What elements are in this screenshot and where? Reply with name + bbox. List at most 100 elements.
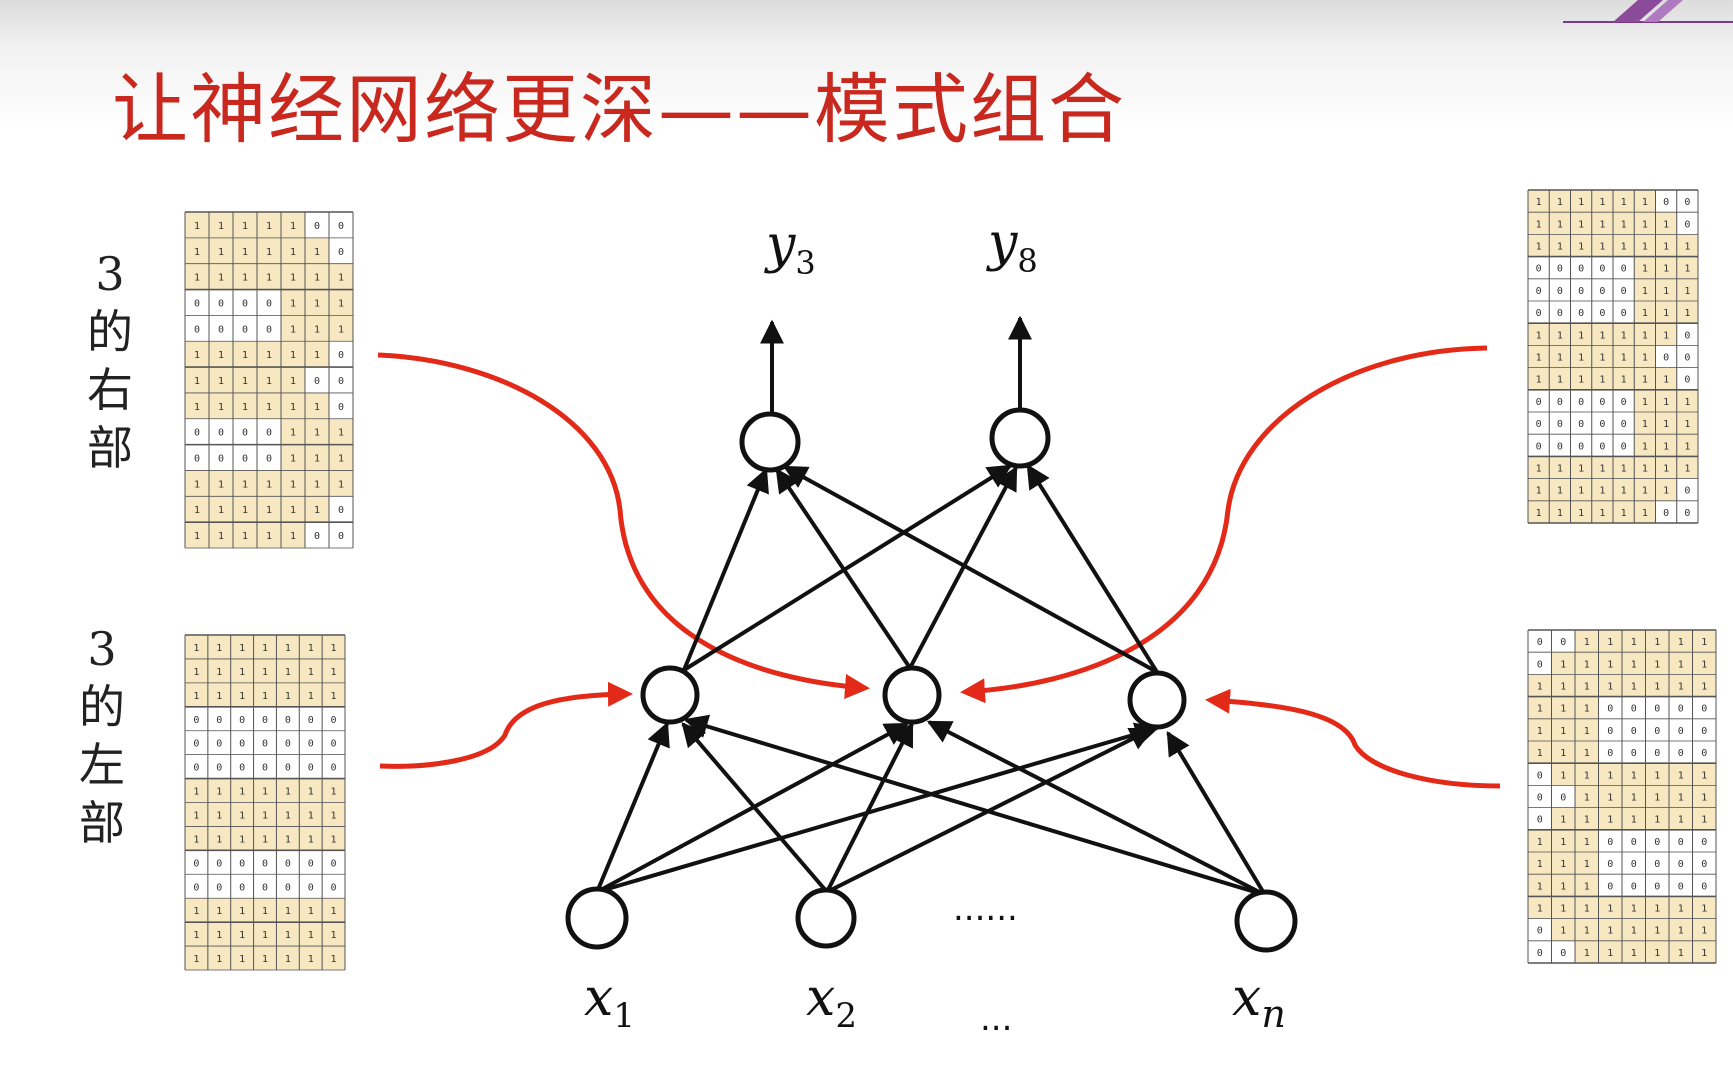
grid-cell-value: 1 xyxy=(1560,881,1566,892)
grid-cell-value: 1 xyxy=(290,273,296,284)
grid-cell-value: 1 xyxy=(194,376,200,387)
grid-cell-value: 0 xyxy=(1607,704,1613,715)
grid-cell-value: 1 xyxy=(338,298,344,309)
grid-cell-value: 1 xyxy=(1536,464,1542,475)
grid-cell-value: 1 xyxy=(262,834,268,845)
grid-cell-value: 1 xyxy=(266,247,272,258)
grid-cell-value: 1 xyxy=(194,350,200,361)
grid-cell-value: 0 xyxy=(331,882,337,893)
grid-cell-value: 0 xyxy=(1536,397,1542,408)
grid-cell-value: 1 xyxy=(1663,397,1669,408)
grid-cell-value: 1 xyxy=(1584,837,1590,848)
grid-cell-value: 1 xyxy=(1536,330,1542,341)
grid-cell-value: 0 xyxy=(262,739,268,750)
grid-cell-value: 1 xyxy=(314,350,320,361)
grid-cell-value: 1 xyxy=(1599,219,1605,230)
grid-cell-value: 0 xyxy=(1678,704,1684,715)
grid-cell-value: 0 xyxy=(314,221,320,232)
grid-cell-value: 1 xyxy=(290,376,296,387)
grid-cell-value: 1 xyxy=(290,350,296,361)
grid-cell xyxy=(328,392,354,420)
grid-cell-value: 0 xyxy=(1663,197,1669,208)
grid-cell-value: 1 xyxy=(193,691,199,702)
grid-cell-value: 1 xyxy=(1631,904,1637,915)
grid-cell-value: 0 xyxy=(193,763,199,774)
grid-cell-value: 1 xyxy=(331,834,337,845)
grid-cell-value: 1 xyxy=(1584,793,1590,804)
grid-cell-value: 1 xyxy=(193,906,199,917)
grid-cell-value: 0 xyxy=(331,739,337,750)
grid-cell-value: 0 xyxy=(1607,837,1613,848)
grid-cell-value: 1 xyxy=(1663,441,1669,452)
grid-cell-value: 1 xyxy=(1642,419,1648,430)
grid-cell-value: 1 xyxy=(194,402,200,413)
grid-cell-value: 0 xyxy=(1536,264,1542,275)
grid-cell-value: 1 xyxy=(1631,815,1637,826)
grid-cell-value: 0 xyxy=(193,882,199,893)
grid-cell-value: 1 xyxy=(1557,197,1563,208)
grid-cell-value: 1 xyxy=(1607,948,1613,959)
grid-cell-value: 1 xyxy=(1578,508,1584,519)
grid-cell-value: 1 xyxy=(1599,375,1605,386)
hidden-node-left xyxy=(640,665,700,725)
grid-cell-value: 1 xyxy=(1642,508,1648,519)
grid-cell-value: 1 xyxy=(314,505,320,516)
grid-cell-value: 1 xyxy=(1631,926,1637,937)
grid-cell-value: 1 xyxy=(266,273,272,284)
grid-cell-value: 1 xyxy=(216,954,222,965)
grid-cell xyxy=(256,340,282,368)
grid-cell-value: 1 xyxy=(1578,219,1584,230)
grid-cell-value: 1 xyxy=(1678,904,1684,915)
grid-cell-value: 0 xyxy=(338,221,344,232)
grid-cell-value: 0 xyxy=(194,324,200,335)
grid-cell-value: 0 xyxy=(1684,375,1690,386)
grid-cell-value: 1 xyxy=(314,402,320,413)
grid-cell-value: 1 xyxy=(242,479,248,490)
grid-cell-value: 1 xyxy=(1663,464,1669,475)
grid-cell-value: 1 xyxy=(1560,926,1566,937)
grid-cell-value: 1 xyxy=(193,667,199,678)
grid-cell-value: 1 xyxy=(1663,308,1669,319)
grid-cell-value: 1 xyxy=(218,350,224,361)
grid-cell-value: 0 xyxy=(1607,859,1613,870)
grid-cell xyxy=(232,470,258,497)
grid-cell-value: 1 xyxy=(1560,659,1566,670)
grid-cell-value: 1 xyxy=(1536,375,1542,386)
grid-cell-value: 1 xyxy=(193,810,199,821)
grid-cell-value: 1 xyxy=(218,505,224,516)
grid-cell-value: 1 xyxy=(218,376,224,387)
output-label-y3: y3 xyxy=(764,215,816,282)
grid-cell-value: 1 xyxy=(1578,197,1584,208)
grid-cell-value: 0 xyxy=(1536,286,1542,297)
grid-cell-value: 0 xyxy=(1631,726,1637,737)
grid-cell-value: 0 xyxy=(1631,859,1637,870)
grid-cell-value: 1 xyxy=(1663,419,1669,430)
grid-cell-value: 0 xyxy=(1631,881,1637,892)
grid-cell-value: 1 xyxy=(242,273,248,284)
hidden-to-output-edges xyxy=(682,463,1159,674)
grid-cell-value: 1 xyxy=(1621,242,1627,253)
grid-cell-value: 1 xyxy=(216,906,222,917)
grid-cell-value: 0 xyxy=(1654,704,1660,715)
grid-cell-value: 1 xyxy=(1557,242,1563,253)
grid-cell-value: 0 xyxy=(1599,441,1605,452)
grid-cell-value: 1 xyxy=(266,350,272,361)
grid-cell-value: 0 xyxy=(193,715,199,726)
grid-cell-value: 1 xyxy=(1578,242,1584,253)
grid-cell xyxy=(256,366,282,394)
grid-cell-value: 1 xyxy=(1560,815,1566,826)
grid-cell-value: 1 xyxy=(193,954,199,965)
grid-cell-value: 0 xyxy=(1537,770,1543,781)
grid-cell xyxy=(232,392,258,420)
grid-cell-value: 1 xyxy=(239,643,245,654)
grid-cell-value: 1 xyxy=(216,810,222,821)
grid-cell-value: 1 xyxy=(1642,264,1648,275)
grid-cell-value: 0 xyxy=(239,858,245,869)
grid-cell xyxy=(280,496,306,523)
grid-cell-value: 0 xyxy=(218,454,224,465)
grid-cell-value: 1 xyxy=(1557,219,1563,230)
grid-cell-value: 0 xyxy=(1654,726,1660,737)
grid-cell-value: 0 xyxy=(1537,948,1543,959)
grid-cell-value: 1 xyxy=(242,402,248,413)
input-label-ellipsis: ... xyxy=(980,999,1012,1039)
